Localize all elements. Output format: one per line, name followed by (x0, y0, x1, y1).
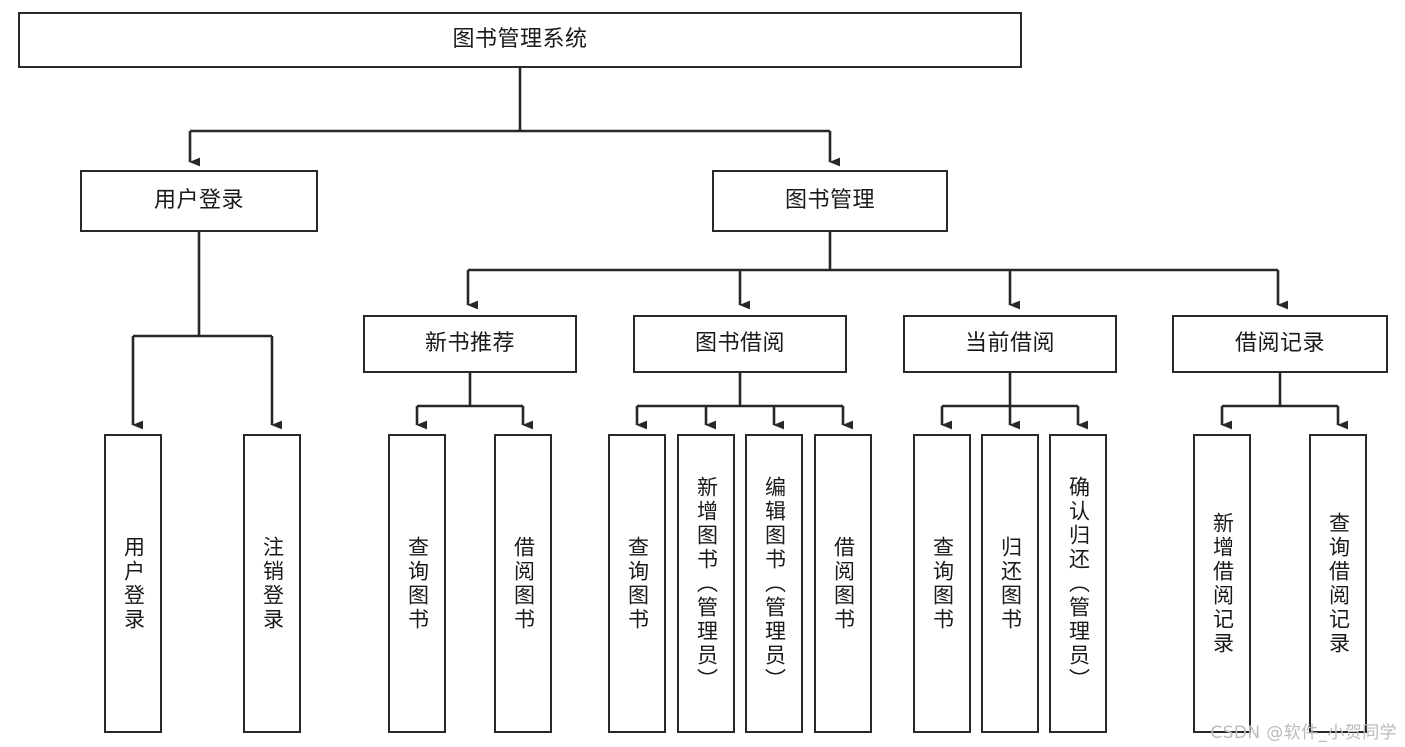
leaf-current-borrow-confirm-return[interactable]: 确认归还（管理员） (1049, 434, 1107, 733)
node-current-borrow-label: 当前借阅 (964, 330, 1055, 356)
node-user-login-label: 用户登录 (153, 187, 244, 213)
node-book-management[interactable]: 图书管理 (712, 170, 948, 232)
leaf-book-borrow-borrow[interactable]: 借阅图书 (814, 434, 872, 733)
leaf-user-login-logout-label: 注销登录 (260, 535, 285, 632)
leaf-book-borrow-edit[interactable]: 编辑图书（管理员） (745, 434, 803, 733)
leaf-new-book-borrow-label: 借阅图书 (511, 535, 536, 632)
leaf-user-login-login-label: 用户登录 (121, 535, 146, 632)
leaf-book-borrow-add-label: 新增图书（管理员） (694, 475, 719, 692)
leaf-borrow-record-add-label: 新增借阅记录 (1210, 511, 1235, 656)
node-book-management-label: 图书管理 (784, 187, 875, 213)
leaf-current-borrow-confirm-return-label: 确认归还（管理员） (1066, 475, 1091, 692)
node-book-borrow-label: 图书借阅 (694, 330, 785, 356)
leaf-new-book-borrow[interactable]: 借阅图书 (494, 434, 552, 733)
node-current-borrow[interactable]: 当前借阅 (903, 315, 1117, 373)
node-borrow-record[interactable]: 借阅记录 (1172, 315, 1388, 373)
leaf-new-book-query[interactable]: 查询图书 (388, 434, 446, 733)
leaf-current-borrow-return-label: 归还图书 (998, 535, 1023, 632)
node-new-book-recommend[interactable]: 新书推荐 (363, 315, 577, 373)
node-root-library-management-system[interactable]: 图书管理系统 (18, 12, 1022, 68)
leaf-current-borrow-query-label: 查询图书 (930, 535, 955, 632)
csdn-watermark: CSDN @软件_小贺同学 (1210, 723, 1397, 743)
leaf-book-borrow-query-label: 查询图书 (625, 535, 650, 632)
leaf-book-borrow-query[interactable]: 查询图书 (608, 434, 666, 733)
node-user-login[interactable]: 用户登录 (80, 170, 318, 232)
leaf-borrow-record-query-label: 查询借阅记录 (1326, 511, 1351, 656)
node-new-book-recommend-label: 新书推荐 (424, 330, 515, 356)
leaf-user-login-logout[interactable]: 注销登录 (243, 434, 301, 733)
leaf-current-borrow-return[interactable]: 归还图书 (981, 434, 1039, 733)
leaf-book-borrow-add[interactable]: 新增图书（管理员） (677, 434, 735, 733)
leaf-borrow-record-query[interactable]: 查询借阅记录 (1309, 434, 1367, 733)
node-root-label: 图书管理系统 (452, 26, 588, 52)
leaf-current-borrow-query[interactable]: 查询图书 (913, 434, 971, 733)
leaf-book-borrow-borrow-label: 借阅图书 (831, 535, 856, 632)
leaf-user-login-login[interactable]: 用户登录 (104, 434, 162, 733)
node-book-borrow[interactable]: 图书借阅 (633, 315, 847, 373)
node-borrow-record-label: 借阅记录 (1234, 330, 1325, 356)
leaf-new-book-query-label: 查询图书 (405, 535, 430, 632)
leaf-book-borrow-edit-label: 编辑图书（管理员） (762, 475, 787, 692)
leaf-borrow-record-add[interactable]: 新增借阅记录 (1193, 434, 1251, 733)
